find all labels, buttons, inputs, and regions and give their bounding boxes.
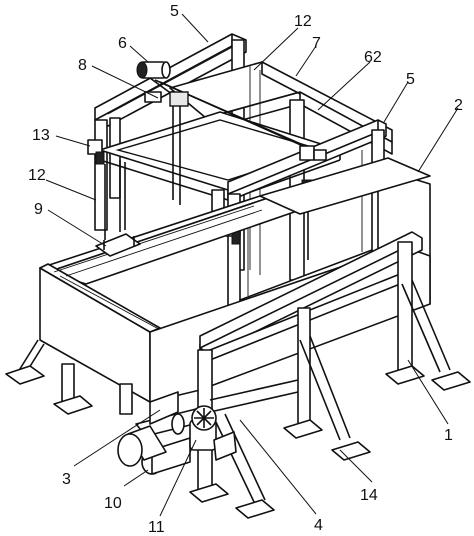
label-10: 10 [104,495,122,512]
label-3: 3 [62,471,71,488]
drive-shaft [144,77,313,151]
lifting-rods [104,106,309,260]
label-62: 62 [364,49,382,66]
feet [5,365,471,519]
pump [117,425,167,467]
label-12-top: 12 [294,13,312,30]
drain-pipe [135,391,211,475]
label-8: 8 [78,57,87,74]
label-14: 14 [360,487,378,504]
label-5-top: 5 [170,3,179,20]
label-2: 2 [454,97,463,114]
label-7: 7 [312,35,321,52]
label-1: 1 [444,427,453,444]
label-11: 11 [148,519,165,536]
valve [171,405,237,461]
slider-left [87,139,105,165]
label-9: 9 [34,201,43,218]
label-6: 6 [118,35,127,52]
label-4: 4 [314,517,323,534]
leader-lines [45,13,459,517]
label-13: 13 [32,127,50,144]
drive-motor [136,61,171,79]
reference-numerals: 5 12 6 7 8 62 5 2 13 12 9 1 3 14 10 4 11 [28,3,463,536]
label-5-right: 5 [406,71,415,88]
label-12-left: 12 [28,167,46,184]
support-legs [17,279,451,505]
